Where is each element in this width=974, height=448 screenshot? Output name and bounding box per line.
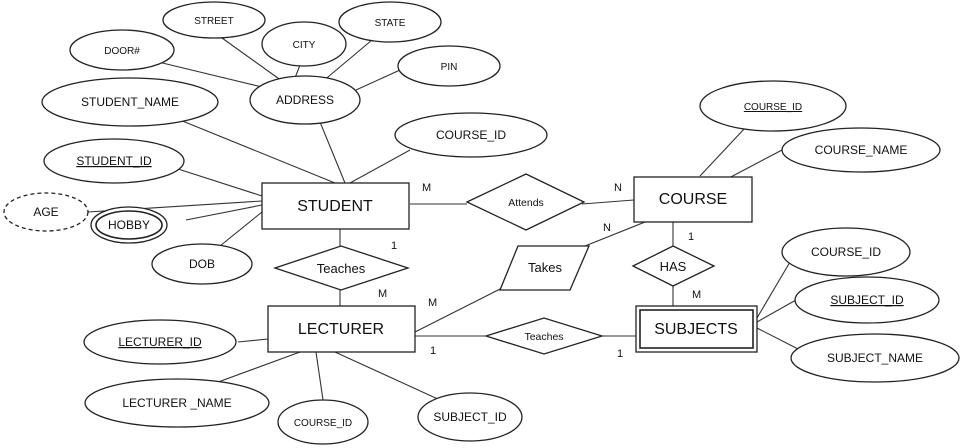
- attr-state-label: STATE: [375, 18, 406, 29]
- card-teaches-lecturer: M: [378, 288, 387, 300]
- attr-address-label: ADDRESS: [276, 93, 334, 107]
- attr-lecturer-name: LECTURER _NAME: [84, 378, 270, 428]
- entity-course-label: COURSE: [659, 191, 727, 208]
- entity-subjects-label: SUBJECTS: [654, 321, 738, 338]
- link-door-address: [149, 59, 263, 88]
- attr-dob-label: DOB: [189, 257, 215, 271]
- attr-lecturer-id-label: LECTURER_ID: [118, 335, 202, 349]
- card-teaches-sub-lecturer: 1: [430, 345, 436, 357]
- attr-course-name: COURSE_NAME: [781, 127, 941, 173]
- card-teaches-sub-subjects: 1: [617, 348, 623, 360]
- attr-lecturer-subject-id-label: SUBJECT_ID: [433, 410, 507, 424]
- entities: STUDENT COURSE LECTURER SUBJECTS: [261, 176, 758, 353]
- link-hobby-student: [185, 204, 263, 221]
- connector-lines: [87, 37, 801, 401]
- attr-course-course-id: COURSE_ID: [699, 80, 847, 132]
- rel-teaches-subjects-label: Teaches: [524, 331, 563, 343]
- attr-city: CITY: [261, 21, 347, 67]
- attr-age: AGE: [3, 192, 89, 232]
- attr-course-course-id-label: COURSE_ID: [744, 102, 802, 113]
- attr-lecturer-name-label: LECTURER _NAME: [122, 396, 231, 410]
- link-pin-address: [355, 69, 401, 91]
- attr-dob: DOB: [151, 243, 253, 285]
- entity-lecturer-label: LECTURER: [298, 321, 384, 338]
- card-takes-lecturer: M: [428, 297, 437, 309]
- attr-student-id-label: STUDENT_ID: [76, 154, 152, 168]
- attr-hobby: HOBBY: [90, 206, 168, 244]
- relationships: Attends Teaches Takes HAS Teaches: [272, 173, 716, 355]
- entity-subjects: SUBJECTS: [635, 305, 758, 353]
- link-state-address: [321, 39, 373, 83]
- link-street-address: [221, 37, 283, 82]
- rel-teaches-student: Teaches: [272, 245, 411, 291]
- link-coursename-course: [726, 149, 783, 180]
- attr-street-label: STREET: [194, 16, 233, 27]
- rel-has: HAS: [631, 245, 716, 287]
- attr-subject-name: SUBJECT_NAME: [790, 333, 960, 383]
- cardinalities: M N 1 M M N 1 M 1 1: [378, 182, 701, 360]
- link-studentid-student: [174, 167, 263, 197]
- attr-subjects-course-id-label: COURSE_ID: [811, 245, 881, 259]
- entity-lecturer: LECTURER: [267, 305, 416, 353]
- attr-student-course-id: COURSE_ID: [394, 112, 548, 158]
- attr-subjects-course-id: COURSE_ID: [781, 227, 911, 277]
- link-s-courseid-subjects: [756, 261, 791, 319]
- attr-lecturer-id: LECTURER_ID: [83, 319, 237, 365]
- attr-pin: PIN: [397, 45, 501, 87]
- link-s-subjectname-subjects: [756, 327, 801, 351]
- attr-door-label: DOOR#: [104, 46, 140, 57]
- link-s-subjectid-subjects: [756, 299, 797, 323]
- rel-attends: Attends: [465, 173, 586, 231]
- card-attends-course: N: [614, 182, 622, 194]
- attr-address: ADDRESS: [249, 75, 361, 125]
- card-has-subjects: M: [692, 289, 701, 301]
- attr-lecturer-course-id: COURSE_ID: [277, 399, 369, 445]
- link-courseid-student: [349, 149, 411, 184]
- link-dob-student: [214, 211, 263, 251]
- attr-student-name-label: STUDENT_NAME: [81, 95, 179, 109]
- link-takes-course: [579, 219, 651, 249]
- link-studentname-student: [179, 119, 336, 184]
- link-lecturername-lecturer: [209, 351, 301, 386]
- rel-takes: Takes: [499, 245, 590, 291]
- attr-student-name: STUDENT_NAME: [41, 77, 219, 127]
- link-l-courseid-lecturer: [315, 351, 324, 401]
- attr-lecturer-course-id-label: COURSE_ID: [294, 418, 352, 429]
- attr-state: STATE: [338, 1, 442, 43]
- entity-student-label: STUDENT: [297, 198, 373, 215]
- attr-student-id: STUDENT_ID: [43, 138, 185, 184]
- card-teaches-student: 1: [391, 240, 397, 252]
- entity-course: COURSE: [633, 176, 753, 223]
- entity-student: STUDENT: [261, 182, 410, 230]
- attr-street: STREET: [162, 1, 266, 39]
- rel-takes-label: Takes: [528, 260, 562, 275]
- link-courseid-course: [699, 127, 746, 177]
- attr-door: DOOR#: [69, 29, 175, 71]
- attr-age-label: AGE: [33, 205, 58, 219]
- attr-pin-label: PIN: [441, 62, 458, 73]
- card-takes-course: N: [603, 222, 611, 234]
- attr-subject-id: SUBJECT_ID: [794, 276, 940, 324]
- rel-attends-label: Attends: [508, 197, 544, 209]
- rel-teaches-subjects: Teaches: [483, 317, 605, 355]
- rel-has-label: HAS: [660, 259, 687, 274]
- link-lecturerid-lecturer: [237, 338, 269, 343]
- link-attends-course: [581, 199, 635, 205]
- attr-subject-name-label: SUBJECT_NAME: [827, 351, 923, 365]
- attr-city-label: CITY: [293, 40, 316, 51]
- attr-student-course-id-label: COURSE_ID: [436, 128, 506, 142]
- attr-hobby-label: HOBBY: [108, 218, 150, 232]
- card-attends-student: M: [422, 182, 431, 194]
- card-has-course: 1: [688, 231, 694, 243]
- attributes: DOOR# STREET CITY STATE PIN ADDRESS STUD…: [3, 1, 960, 445]
- rel-teaches-student-label: Teaches: [317, 261, 366, 276]
- attr-subject-id-label: SUBJECT_ID: [830, 293, 904, 307]
- attr-lecturer-subject-id: SUBJECT_ID: [417, 392, 523, 442]
- link-address-student: [319, 121, 346, 184]
- link-l-subjectid-lecturer: [334, 351, 441, 401]
- attr-course-name-label: COURSE_NAME: [815, 143, 908, 157]
